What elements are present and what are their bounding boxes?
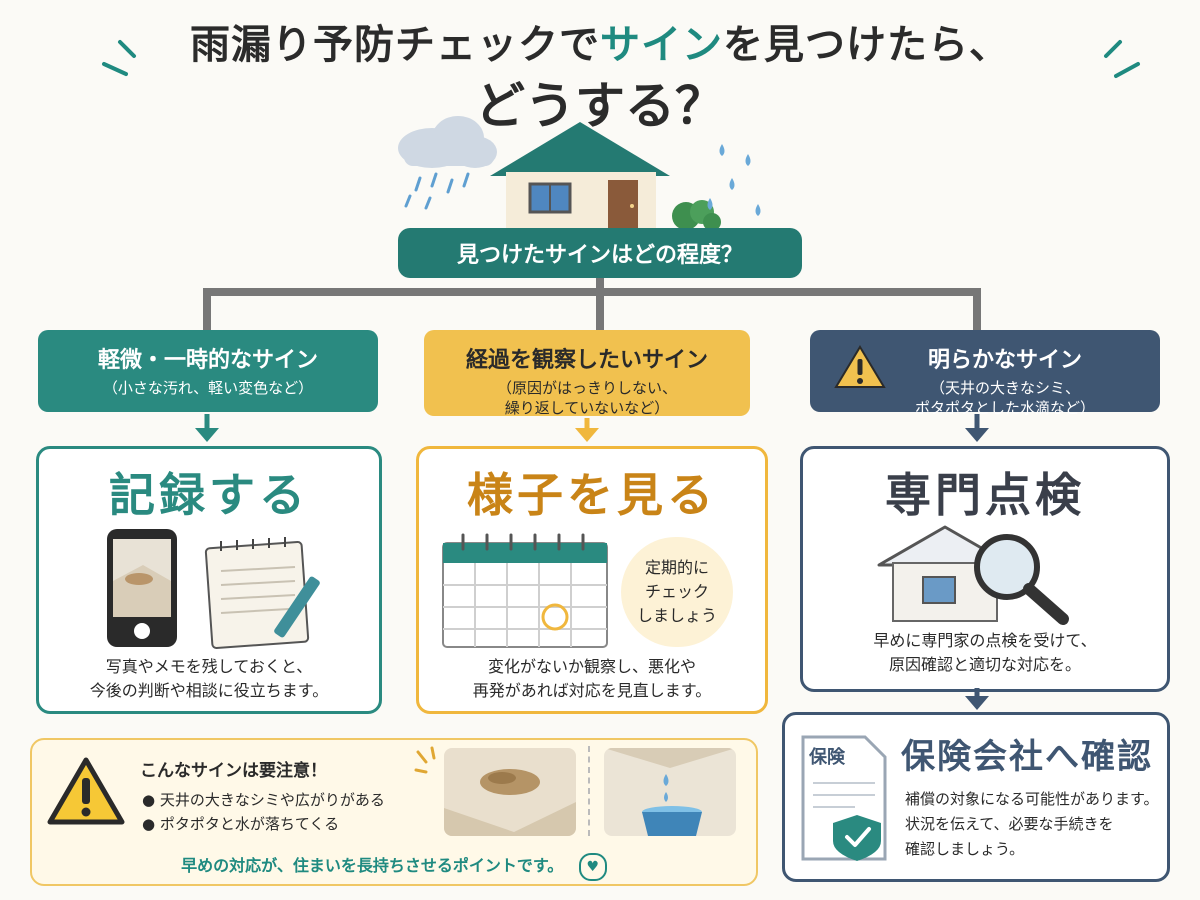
- title-line1-pre: 雨漏り予防チェックで: [190, 22, 600, 68]
- accent-strokes-right-icon: [1104, 40, 1140, 78]
- desc-line: 再発があれば対応を見直します。: [472, 681, 712, 700]
- smartphone-icon: [107, 529, 177, 647]
- branch-head-sub: ポタポタとした水滴など）: [914, 399, 1095, 417]
- accent-strokes-left-icon: [102, 40, 136, 76]
- branch-head-title: 経過を観察したいサイン: [465, 348, 708, 373]
- bubble-line: 定期的に: [644, 558, 709, 577]
- warning-footer: 早めの対応が、住まいを長持ちさせるポイントです。 ♥: [32, 852, 756, 881]
- flow-connectors: [195, 278, 989, 442]
- dripping-bucket-photo: [604, 748, 736, 836]
- branch-head-title: 明らかなサイン: [927, 348, 1082, 373]
- branch-head-minor: 軽微・一時的なサイン （小さな汚れ、軽い変色など）: [38, 330, 378, 412]
- title-line1-post: を見つけたら、: [723, 22, 1010, 68]
- card-description: 写真やメモを残しておくと、 今後の判断や相談に役立ちます。: [39, 655, 379, 703]
- warning-icon: [834, 345, 886, 388]
- warning-icon: [47, 757, 125, 825]
- branch-head-observe: 経過を観察したいサイン （原因がはっきりしない、 繰り返していないなど）: [424, 330, 750, 417]
- rain-lines-icon: [404, 172, 470, 210]
- phone-notebook-illustration: [107, 529, 320, 649]
- branch-head-sub: （天井の大きなシミ、: [929, 379, 1080, 397]
- arrow-down-icon: [965, 688, 989, 710]
- bubble-line: しましょう: [636, 606, 717, 625]
- reminder-bubble: 定期的に チェック しましょう: [621, 537, 733, 647]
- desc-line: 確認しましょう。: [905, 840, 1025, 858]
- heart-icon: ♥: [578, 852, 607, 881]
- card-action-title: 様子を見る: [467, 468, 717, 522]
- card-observe: 様子を見る 定期的に チェック しましょう 変化がないか観察し、悪化や 再発があ…: [416, 446, 768, 714]
- list-item: ● 天井の大きなシミや広がりがある: [142, 791, 385, 809]
- photo-divider: [588, 746, 590, 836]
- desc-line: 状況を伝えて、必要な手続きを: [905, 815, 1114, 833]
- bubble-line: チェック: [644, 582, 709, 601]
- card-inspection: 専門点検 早めに専門家の点検を受けて、 原因確認と適切な対応を。: [800, 446, 1170, 692]
- desc-line: 原因確認と適切な対応を。: [888, 655, 1081, 674]
- house-rain-illustration: [398, 116, 761, 231]
- ceiling-stain-photo: [444, 748, 576, 836]
- card-description: 変化がないか観察し、悪化や 再発があれば対応を見直します。: [419, 655, 765, 703]
- list-item-text: 天井の大きなシミや広がりがある: [159, 791, 385, 809]
- card-action-title: 記録する: [109, 468, 309, 522]
- cloud-icon: [398, 116, 497, 168]
- insurance-title: 保険会社へ確認: [901, 737, 1153, 777]
- warning-list: ● 天井の大きなシミや広がりがある ● ポタポタと水が落ちてくる: [142, 788, 385, 836]
- notebook-pen-icon: [204, 537, 320, 649]
- insurance-description: 補償の対象になる可能性があります。 状況を伝えて、必要な手続きを 確認しましょう…: [905, 787, 1159, 862]
- desc-line: 補償の対象になる可能性があります。: [905, 790, 1159, 808]
- emphasis-lines-icon: [414, 746, 436, 774]
- branch-head-sub: （小さな汚れ、軽い変色など）: [102, 379, 314, 397]
- house-magnifier-icon: [877, 525, 1069, 625]
- list-item: ● ポタポタと水が落ちてくる: [142, 815, 340, 833]
- card-action-title: 専門点検: [885, 468, 1085, 522]
- list-item-text: ポタポタと水が落ちてくる: [159, 815, 340, 833]
- calendar-icon: [442, 533, 608, 648]
- desc-line: 早めに専門家の点検を受けて、: [873, 631, 1097, 650]
- insurance-document-icon: [801, 735, 887, 861]
- branch-head-obvious: 明らかなサイン （天井の大きなシミ、 ポタポタとした水滴など）: [810, 330, 1160, 417]
- center-question: 見つけたサインはどの程度？: [398, 228, 802, 278]
- insurance-panel: 保険 保険会社へ確認 補償の対象になる可能性があります。 状況を伝えて、必要な手…: [782, 712, 1170, 882]
- card-description: 早めに専門家の点検を受けて、 原因確認と適切な対応を。: [803, 629, 1167, 677]
- warning-title: こんなサインは要注意！: [140, 761, 327, 781]
- branch-head-sub: 繰り返していないなど）: [504, 399, 670, 417]
- page-title: 雨漏り予防チェックでサインを見つけたら、: [0, 12, 1200, 70]
- desc-line: 変化がないか観察し、悪化や: [487, 657, 696, 676]
- title-highlight: サイン: [600, 22, 723, 68]
- water-drops-icon: [707, 144, 761, 216]
- page-subtitle: どうする？: [475, 77, 725, 135]
- desc-line: 写真やメモを残しておくと、: [105, 657, 313, 676]
- card-record: 記録する 写真やメモを残しておくと、 今後の判断や相談に役立ちます。: [36, 446, 382, 714]
- desc-line: 今後の判断や相談に役立ちます。: [89, 681, 329, 700]
- warning-footer-text: 早めの対応が、住まいを長持ちさせるポイントです。: [181, 856, 564, 875]
- warning-panel: こんなサインは要注意！ ● 天井の大きなシミや広がりがある ● ポタポタと水が落…: [30, 738, 758, 886]
- insurance-doc-label: 保険: [809, 747, 845, 768]
- branch-head-sub: （原因がはっきりしない、: [496, 379, 677, 397]
- branch-head-title: 軽微・一時的なサイン: [97, 348, 318, 373]
